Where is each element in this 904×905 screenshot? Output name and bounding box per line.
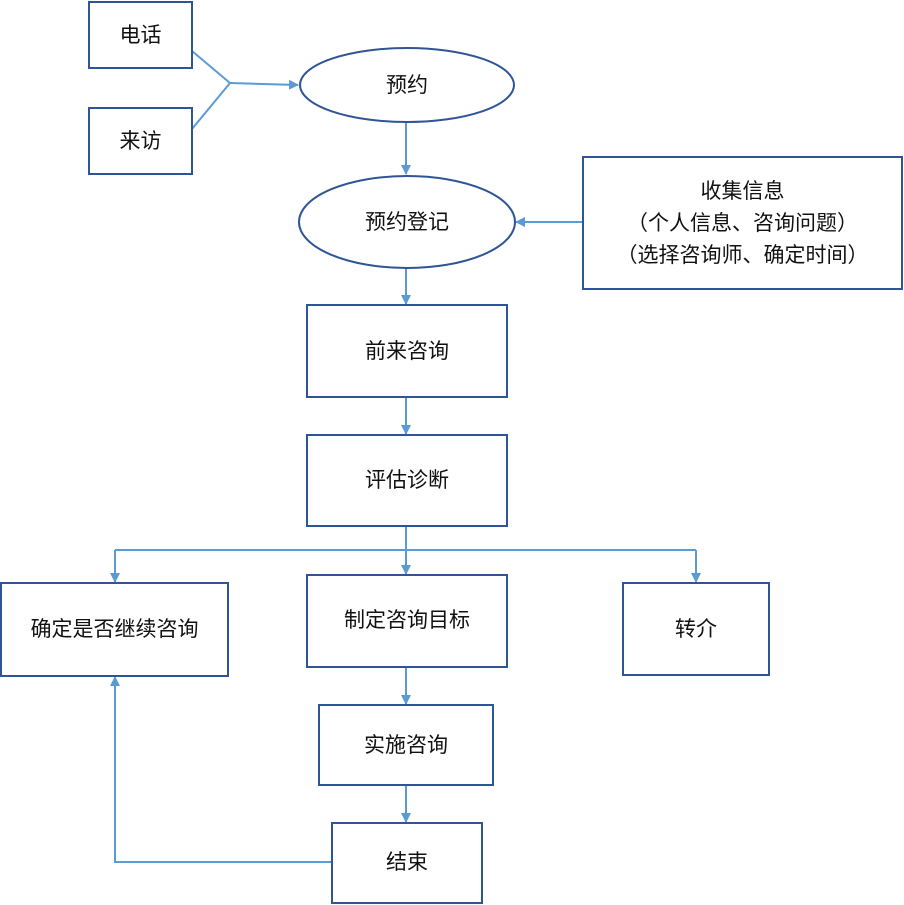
node-phone-label: 电话 bbox=[120, 23, 162, 47]
node-referral-label: 转介 bbox=[675, 617, 717, 641]
connector-visit-to-merge bbox=[191, 82, 231, 130]
connector-merge-to-appointment bbox=[229, 79, 299, 90]
node-end: 结束 bbox=[331, 822, 483, 904]
node-set-goals-label: 制定咨询目标 bbox=[344, 608, 470, 632]
connector-end-to-decide-continue bbox=[110, 676, 332, 863]
node-assessment-label: 评估诊断 bbox=[365, 468, 449, 492]
node-come-consult: 前来咨询 bbox=[306, 304, 508, 398]
node-assessment: 评估诊断 bbox=[306, 434, 508, 527]
node-referral: 转介 bbox=[622, 582, 770, 676]
connector-phone-to-merge bbox=[191, 50, 231, 84]
node-appointment-label: 预约 bbox=[386, 73, 428, 97]
node-decide-continue: 确定是否继续咨询 bbox=[0, 582, 229, 677]
node-end-label: 结束 bbox=[386, 850, 428, 874]
node-appointment: 预约 bbox=[299, 47, 515, 123]
node-registration: 预约登记 bbox=[298, 175, 516, 269]
node-visit: 来访 bbox=[88, 107, 193, 175]
node-collect-info: 收集信息 （个人信息、咨询问题） （选择咨询师、确定时间） bbox=[582, 156, 903, 290]
node-collect-info-line3: （选择咨询师、确定时间） bbox=[617, 243, 869, 267]
node-registration-label: 预约登记 bbox=[365, 210, 449, 234]
node-collect-info-line2: （个人信息、咨询问题） bbox=[627, 211, 858, 235]
node-phone: 电话 bbox=[88, 1, 193, 69]
node-collect-info-line1: 收集信息 bbox=[701, 179, 785, 203]
node-come-consult-label: 前来咨询 bbox=[365, 339, 449, 363]
node-visit-label: 来访 bbox=[120, 129, 162, 153]
node-implement: 实施咨询 bbox=[318, 704, 494, 786]
node-set-goals: 制定咨询目标 bbox=[306, 574, 508, 668]
node-decide-continue-label: 确定是否继续咨询 bbox=[31, 617, 199, 641]
node-implement-label: 实施咨询 bbox=[364, 733, 448, 757]
connectors bbox=[110, 50, 701, 863]
